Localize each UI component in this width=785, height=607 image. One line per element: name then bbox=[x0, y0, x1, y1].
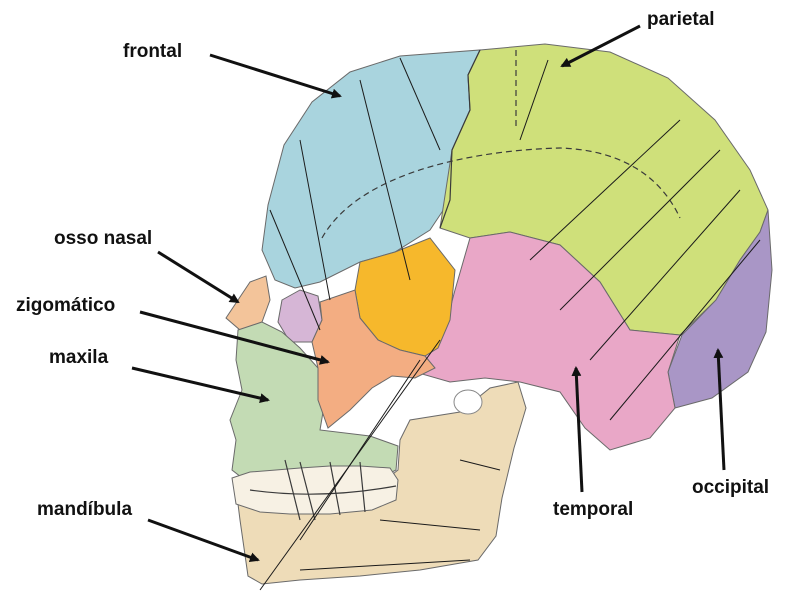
zigomatico-label: zigomático bbox=[16, 296, 115, 315]
mandibula-label: mandíbula bbox=[37, 500, 132, 519]
nasal-bone bbox=[226, 276, 270, 330]
temporal-label: temporal bbox=[553, 500, 633, 519]
ear-canal bbox=[454, 390, 482, 414]
frontal-label: frontal bbox=[123, 42, 182, 61]
osso-nasal-label: osso nasal bbox=[54, 229, 152, 248]
occipital-label: occipital bbox=[692, 478, 769, 497]
frontal-bone bbox=[262, 50, 480, 288]
osso-nasal-arrow bbox=[158, 252, 238, 302]
bones bbox=[226, 44, 772, 584]
frontal-arrow bbox=[210, 55, 340, 96]
parietal-label: parietal bbox=[647, 10, 715, 29]
maxila-label: maxila bbox=[49, 348, 108, 367]
